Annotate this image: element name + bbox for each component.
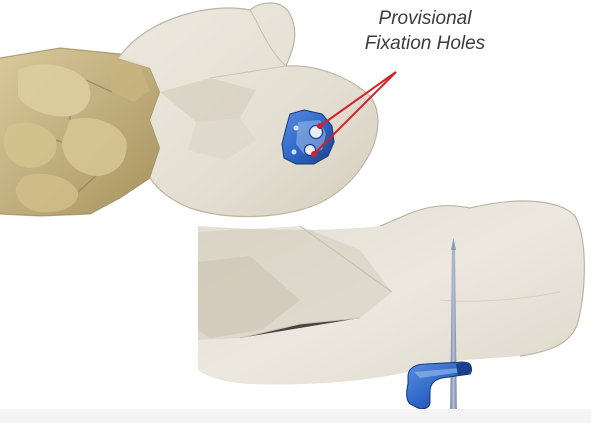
- callout-label-line1: Provisional: [330, 6, 520, 31]
- top-foot-bones: [0, 48, 160, 216]
- bottom-implant-guide: [407, 362, 472, 409]
- callout-label-line2: Fixation Holes: [330, 31, 520, 56]
- fixation-hole-marker-upper: [317, 123, 323, 129]
- fixation-hole-marker-lower: [311, 151, 317, 157]
- bottom-calcaneus: [198, 201, 584, 384]
- bottom-margin-strip: [0, 409, 591, 423]
- callout-label-provisional-fixation-holes: Provisional Fixation Holes: [330, 6, 520, 56]
